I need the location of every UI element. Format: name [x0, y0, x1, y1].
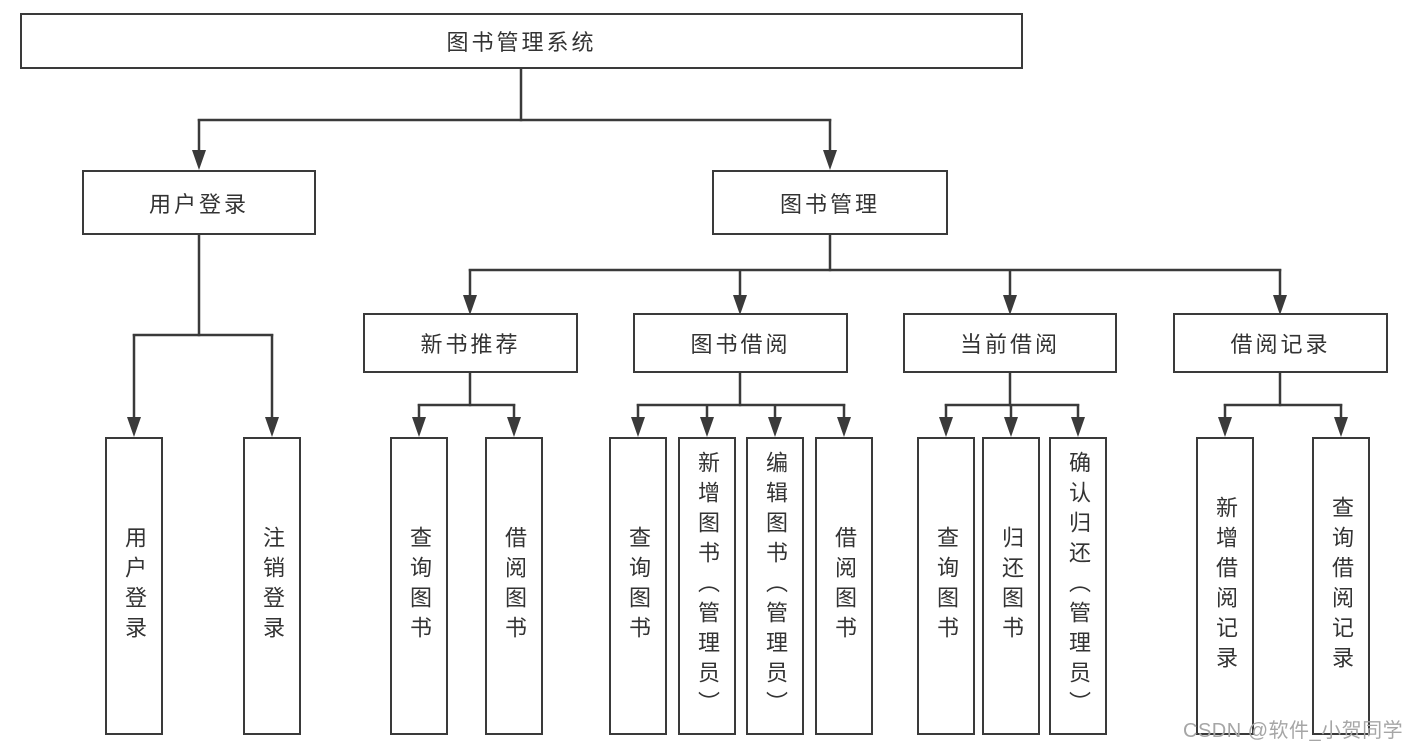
node-book-borrowing: 图书借阅	[633, 313, 848, 373]
node-label: 新增借阅记录	[1213, 496, 1238, 676]
node-label: 图书借阅	[690, 332, 791, 357]
leaf-query-books-borrow: 查询图书	[609, 437, 667, 735]
leaf-query-books-recommend: 查询图书	[390, 437, 448, 735]
node-book-management: 图书管理	[712, 170, 948, 235]
node-new-book-recommendation: 新书推荐	[363, 313, 578, 373]
node-label: 新增图书（管理员）	[695, 451, 720, 721]
csdn-watermark: CSDN @软件_小贺同学	[1183, 720, 1404, 742]
node-label: 编辑图书（管理员）	[763, 451, 788, 721]
node-library-management-system: 图书管理系统	[20, 13, 1023, 69]
node-borrowing-records: 借阅记录	[1173, 313, 1388, 373]
leaf-borrow-books: 借阅图书	[815, 437, 873, 735]
node-label: 图书管理	[779, 191, 880, 217]
node-label: 借阅图书	[832, 526, 857, 646]
leaf-borrow-books-recommend: 借阅图书	[485, 437, 543, 735]
leaf-query-borrow-record: 查询借阅记录	[1312, 437, 1370, 735]
node-label: 归还图书	[999, 526, 1024, 646]
leaf-query-books-current: 查询图书	[917, 437, 975, 735]
leaf-add-borrow-record: 新增借阅记录	[1196, 437, 1254, 735]
node-label: 查询图书	[934, 526, 959, 646]
node-label: 借阅图书	[502, 526, 527, 646]
leaf-confirm-return-admin: 确认归还（管理员）	[1049, 437, 1107, 735]
leaf-user-login: 用户登录	[105, 437, 163, 735]
node-current-borrowing: 当前借阅	[903, 313, 1117, 373]
node-label: 图书管理系统	[446, 30, 597, 55]
node-label: 借阅记录	[1230, 332, 1331, 357]
node-label: 查询借阅记录	[1329, 496, 1354, 676]
node-label: 查询图书	[626, 526, 651, 646]
leaf-add-books-admin: 新增图书（管理员）	[678, 437, 736, 735]
leaf-return-books: 归还图书	[982, 437, 1040, 735]
node-user-login: 用户登录	[82, 170, 316, 235]
node-label: 用户登录	[148, 191, 249, 217]
leaf-edit-books-admin: 编辑图书（管理员）	[746, 437, 804, 735]
node-label: 新书推荐	[420, 332, 521, 357]
node-label: 确认归还（管理员）	[1066, 451, 1091, 721]
node-label: 当前借阅	[959, 332, 1060, 357]
leaf-logout: 注销登录	[243, 437, 301, 735]
node-label: 注销登录	[260, 526, 285, 646]
node-label: 用户登录	[122, 526, 147, 646]
node-label: 查询图书	[407, 526, 432, 646]
